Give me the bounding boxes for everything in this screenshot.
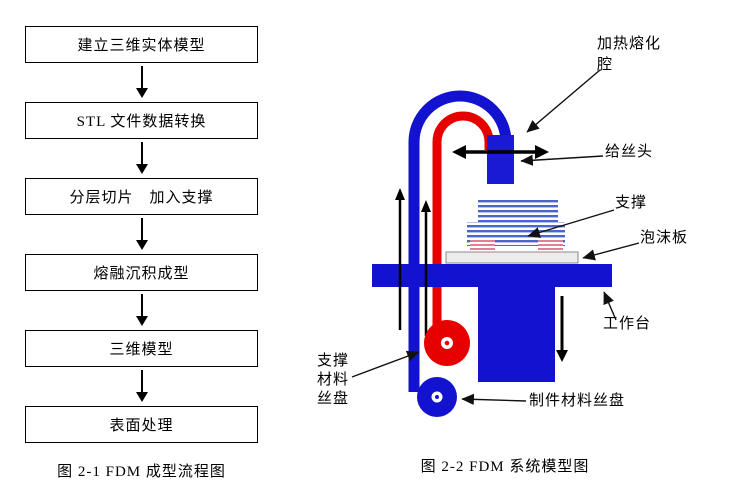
support-patch-right bbox=[538, 240, 563, 252]
leader-support-spool bbox=[351, 350, 420, 378]
blue-filament-tube bbox=[408, 90, 512, 392]
leader-foam-board bbox=[582, 242, 640, 261]
label-feed-head: 给丝头 bbox=[605, 144, 654, 160]
leader-part-spool bbox=[461, 393, 527, 405]
leader-feed-head bbox=[520, 154, 604, 166]
flow-step-surface: 表面处理 bbox=[25, 406, 258, 443]
leader-arrows bbox=[351, 69, 640, 405]
red-filament-tube bbox=[432, 111, 494, 334]
worktable-column bbox=[478, 287, 555, 382]
label-worktable: 工作台 bbox=[603, 316, 652, 332]
down-motion-arrow-icon bbox=[556, 296, 568, 362]
label-support-spool: 支撑材料丝盘 bbox=[317, 353, 350, 407]
label-support: 支撑 bbox=[615, 195, 648, 211]
leader-heater bbox=[526, 69, 601, 133]
up-feed-arrow-icon bbox=[395, 188, 405, 330]
fdm-flowchart: 建立三维实体模型 STL 文件数据转换 分层切片 加入支撑 熔融沉积成型 三维模… bbox=[25, 26, 258, 481]
flowchart-caption: 图 2-1 FDM 成型流程图 bbox=[57, 464, 226, 480]
layer-stack-upper bbox=[478, 200, 558, 222]
worktable-platform bbox=[372, 264, 612, 287]
support-patch-left bbox=[470, 240, 495, 252]
leader-support bbox=[527, 209, 615, 238]
label-part-spool: 制件材料丝盘 bbox=[529, 393, 626, 409]
leader-worktable bbox=[603, 291, 617, 321]
support-material-spool bbox=[424, 320, 470, 366]
extruder-head bbox=[487, 135, 514, 184]
system-schematic-svg bbox=[351, 69, 640, 417]
horizontal-motion-arrow-icon bbox=[452, 145, 549, 159]
label-foam-board: 泡沫板 bbox=[640, 230, 689, 246]
label-heater: 加热熔化腔 bbox=[597, 36, 662, 73]
flow-step-slicing: 分层切片 加入支撑 bbox=[25, 178, 258, 215]
flow-step-3d-model: 三维模型 bbox=[25, 330, 258, 367]
up-feed-arrow-icon bbox=[421, 200, 431, 336]
part-material-spool bbox=[417, 377, 457, 417]
foam-board bbox=[445, 251, 579, 264]
flow-step-build-model: 建立三维实体模型 bbox=[25, 26, 258, 63]
diagram-caption: 图 2-2 FDM 系统模型图 bbox=[420, 459, 590, 475]
